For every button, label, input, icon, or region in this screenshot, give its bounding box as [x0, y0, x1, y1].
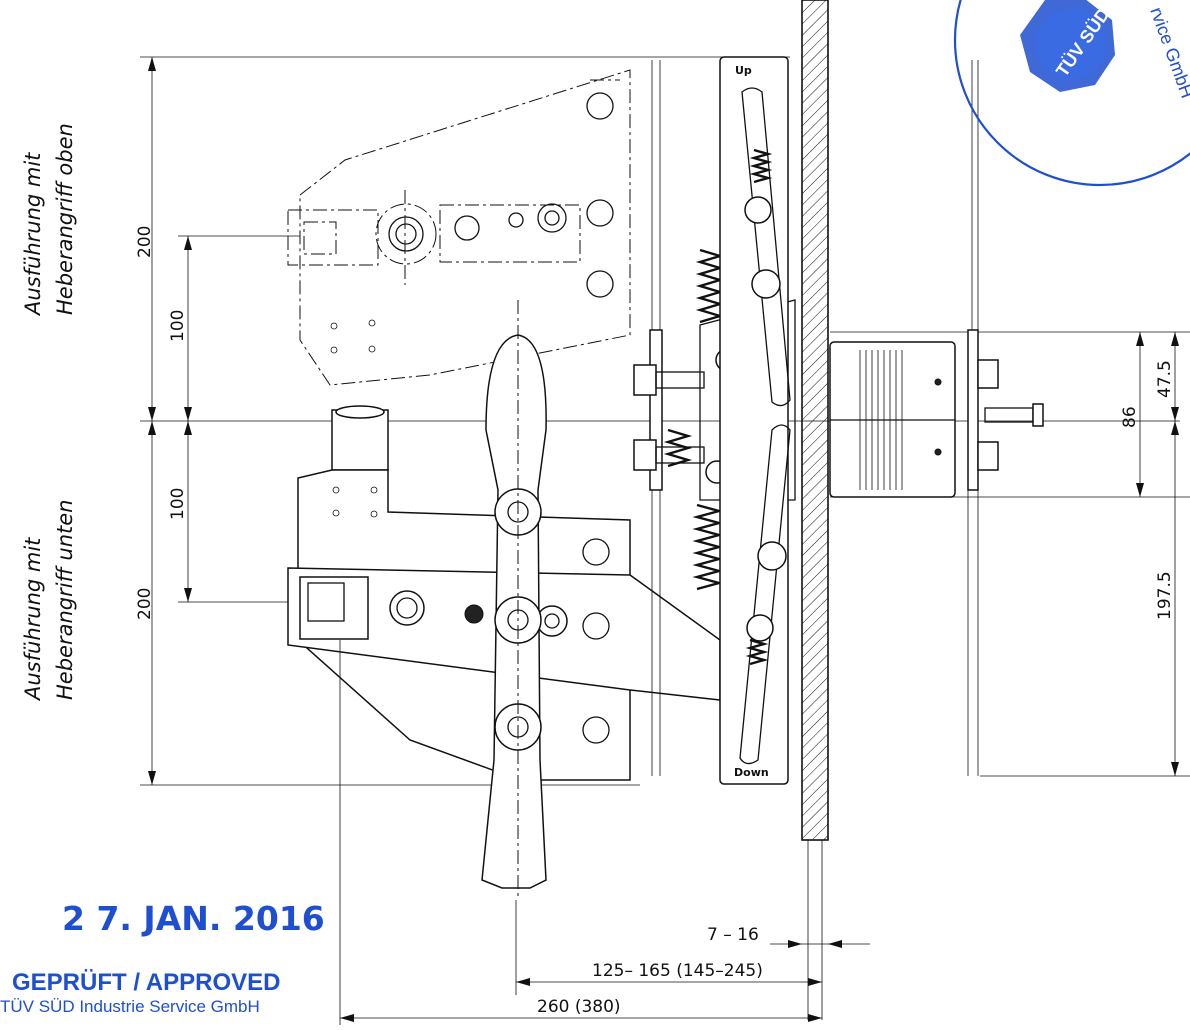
upper-variant-phantom: [287, 69, 631, 386]
dim-left-bottom-200: 200: [135, 588, 155, 620]
dim-bottom-7-16: 7 – 16: [707, 925, 759, 945]
dim-right-86: 86: [1120, 406, 1140, 428]
right-assembly: [651, 60, 1044, 776]
stamp-date: 2 7. JAN. 2016: [62, 899, 325, 938]
guide-rail: [801, 0, 829, 1020]
variant-top-label-line1: Ausführung mit: [21, 152, 45, 317]
right-dimensions: [1136, 332, 1179, 776]
variant-bottom-label-line1: Ausführung mit: [21, 537, 45, 702]
stamp-approved: GEPRÜFT / APPROVED: [12, 969, 280, 996]
dim-left-top-200: 200: [135, 226, 155, 258]
dim-right-197-5: 197.5: [1155, 571, 1175, 620]
dim-bottom-125-165: 125– 165 (145–245): [592, 961, 763, 981]
spring-upper: [695, 248, 725, 324]
variant-bottom-label-line2: Heberangriff unten: [53, 500, 77, 700]
approval-stamp: 2 7. JAN. 2016 GEPRÜFT / APPROVED TÜV SÜ…: [0, 899, 325, 1016]
dim-left-top-100: 100: [168, 310, 188, 342]
dim-bottom-260: 260 (380): [537, 997, 621, 1017]
left-dimensions: [148, 57, 300, 785]
spring-lower: [692, 503, 724, 591]
dim-left-bottom-100: 100: [168, 488, 188, 520]
down-label: Down: [734, 766, 769, 779]
variant-top-label-line2: Heberangriff oben: [53, 123, 77, 315]
stamp-organization: TÜV SÜD Industrie Service GmbH: [0, 997, 260, 1016]
bottom-dimensions: [339, 640, 870, 1025]
seal-ring-text: rvice GmbH: [1146, 5, 1190, 101]
updown-plate: Up Down: [719, 56, 791, 785]
up-label: Up: [735, 64, 752, 77]
lifting-lever: [481, 300, 547, 900]
dim-right-47-5: 47.5: [1155, 360, 1175, 398]
tuv-seal: TÜV SÜD rvice GmbH: [953, 0, 1190, 187]
